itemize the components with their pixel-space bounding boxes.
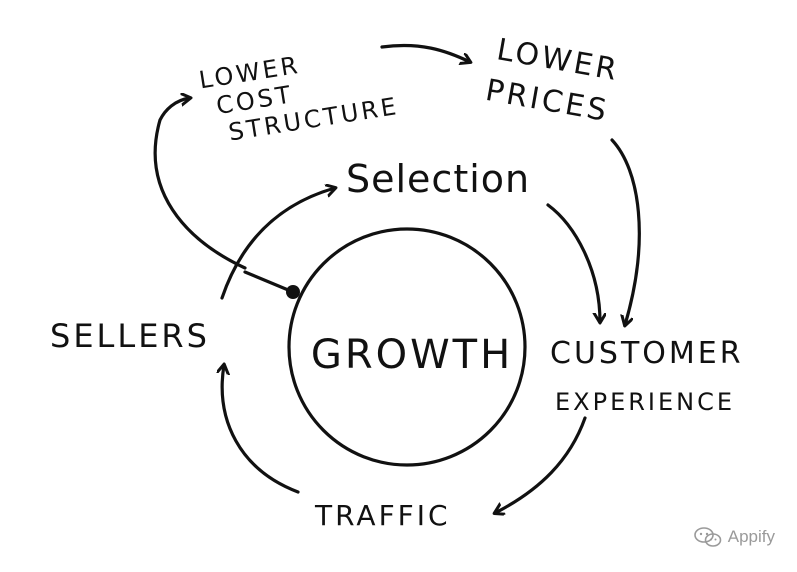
arrow-cost-to-prices [380,43,470,62]
arrow-traffic-to-sellers [222,365,300,494]
arrow-sellers-to-selection [220,188,335,300]
connector-line [243,270,295,294]
wechat-icon [693,527,722,547]
arrow-prices-to-customer [610,138,641,325]
growth-label: GROWTH [311,332,513,378]
arrow-selection-to-customer [546,203,600,322]
watermark: Appify [693,526,775,548]
arrow-to-lower-cost [153,98,247,270]
selection-label: Selection [346,157,530,201]
customer-line2: EXPERIENCE [555,388,735,416]
customer-line1: CUSTOMER [550,336,744,371]
connector-dot [286,285,300,299]
arrow-customer-to-traffic [495,416,587,513]
watermark-text: Appify [727,527,775,546]
sellers-label: SELLERS [50,317,210,355]
growth-circle [287,227,527,467]
traffic-label: TRAFFIC [314,499,451,532]
